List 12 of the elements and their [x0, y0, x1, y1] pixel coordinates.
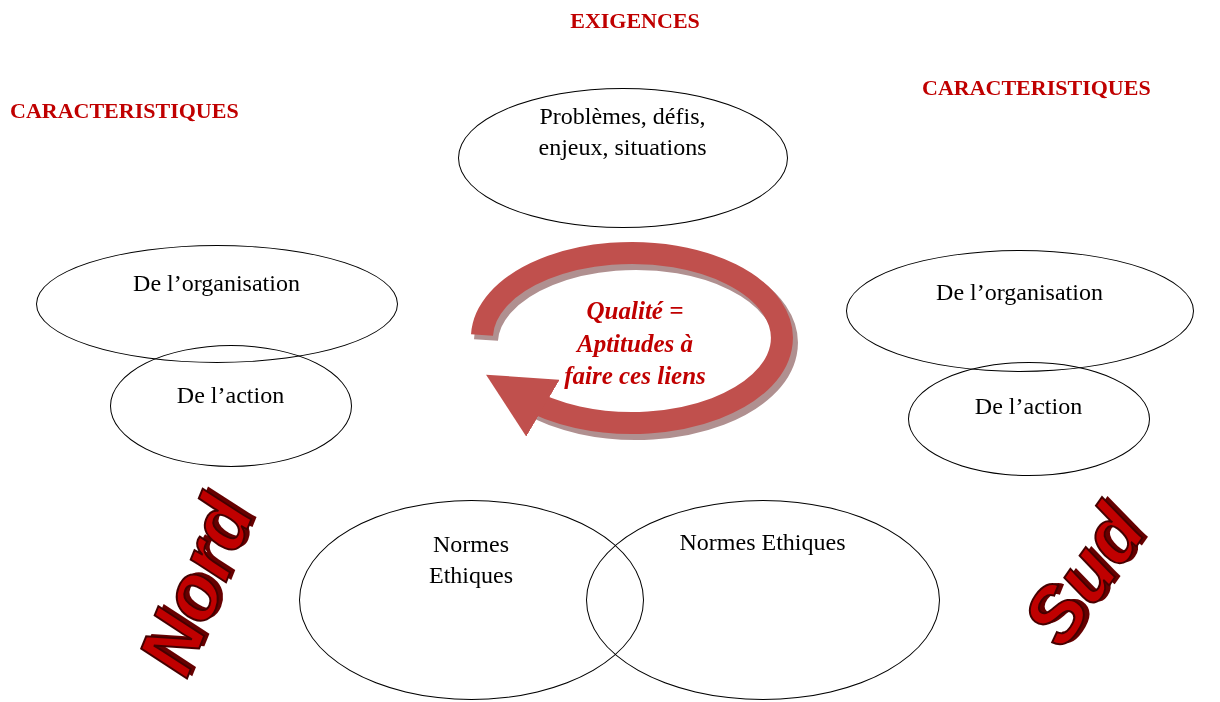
node-text: Problèmes, défis, enjeux, situations [537, 102, 708, 163]
heading: CARACTERISTIQUES [922, 75, 1151, 101]
node-text: De l’action [973, 392, 1084, 421]
heading: EXIGENCES [569, 8, 701, 34]
heading: CARACTERISTIQUES [10, 98, 239, 124]
node-text: De l’organisation [132, 269, 301, 298]
node-text: De l’action [175, 381, 286, 410]
node-text: Normes Ethiques [428, 530, 514, 591]
node-text: Normes Ethiques [678, 528, 847, 557]
region-label: Nord [119, 484, 272, 687]
center-text: Qualité = Aptitudes à faire ces liens [563, 296, 707, 391]
node-text: De l’organisation [935, 278, 1104, 307]
